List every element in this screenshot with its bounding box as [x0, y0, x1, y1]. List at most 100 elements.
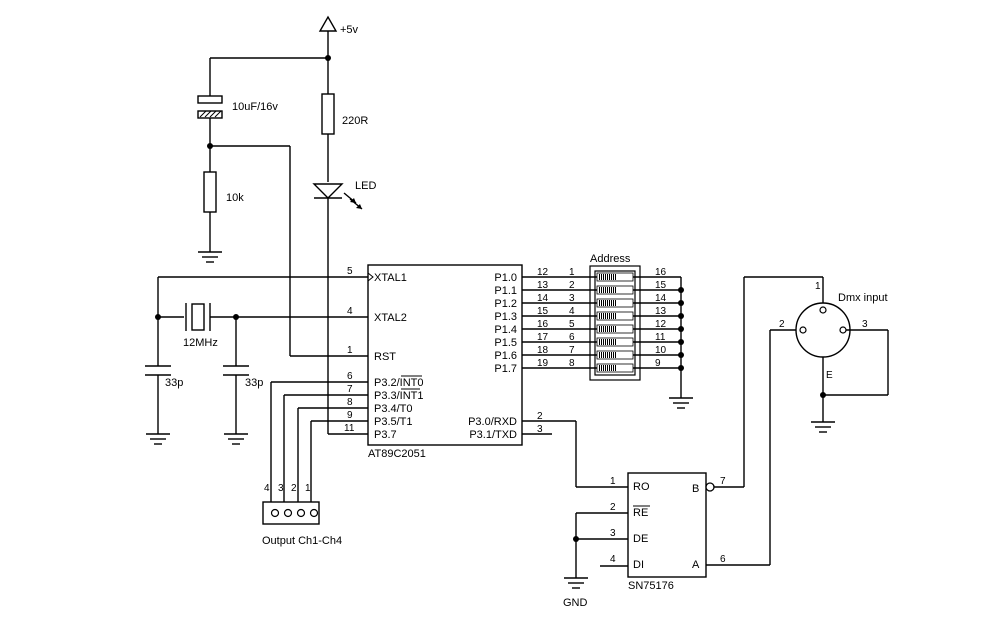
mcu-pin-name: P1.3	[494, 311, 517, 323]
output-pin-number: 3	[278, 483, 284, 494]
resistor-10k: 10k	[203, 171, 244, 252]
cap-10uf-label: 10uF/16v	[232, 101, 278, 113]
mcu-pin-name: P3.7	[374, 429, 397, 441]
dmx-input-connector: Dmx input 1 2 3 E	[779, 281, 888, 381]
sn-pin-number: 7	[720, 476, 726, 487]
vcc-label: +5v	[340, 24, 359, 36]
dmx-title: Dmx input	[838, 292, 888, 304]
res-220r-label: 220R	[342, 115, 368, 127]
mcu-pin-number: 18	[537, 345, 549, 356]
dip-pin-number: 12	[655, 319, 667, 330]
dip-pin-number: 4	[569, 306, 575, 317]
output-pin-number: 2	[291, 483, 297, 494]
mcu-pin-number: 3	[537, 424, 543, 435]
dmx-pin-number: 3	[862, 319, 868, 330]
res-10k-label: 10k	[226, 192, 244, 204]
mcu-pin-name: P3.0/RXD	[468, 416, 517, 428]
crystal-12mhz: 12MHz	[183, 303, 218, 349]
led-label: LED	[355, 180, 376, 192]
dip-pin-number: 7	[569, 345, 575, 356]
mcu-pin-name: P1.0	[494, 272, 517, 284]
dmx-pin-number: 2	[779, 319, 785, 330]
transceiver-sn75176: SN75176 RO RE DE DI B A 1 2 3 4 7 6	[610, 472, 726, 592]
mcu-pin-name: P1.5	[494, 337, 517, 349]
mcu-pin-number: 2	[537, 411, 543, 422]
sn-pin-name: B	[692, 483, 699, 495]
mcu-pin-number: 6	[347, 371, 353, 382]
sn-pin-name: DE	[633, 533, 648, 545]
vcc-symbol: +5v	[318, 15, 359, 60]
cap-33p-2-label: 33p	[245, 377, 263, 389]
ground-symbol-reset	[198, 251, 222, 263]
mcu-pin-name: P3.1/TXD	[469, 429, 517, 441]
transceiver-label: SN75176	[628, 580, 674, 592]
mcu-pin-name: P3.4/T0	[374, 403, 413, 415]
sn-pin-number: 6	[720, 554, 726, 565]
sn-pin-number: 4	[610, 554, 616, 565]
sn-pin-number: 1	[610, 476, 616, 487]
mcu-pin-number: 15	[537, 306, 549, 317]
dip-pin-number: 9	[655, 358, 661, 369]
dip-pin-number: 13	[655, 306, 667, 317]
cap-33p-1-label: 33p	[165, 377, 183, 389]
ground-symbol-dip	[669, 397, 693, 409]
output-connector-label: Output Ch1-Ch4	[262, 535, 342, 547]
resistor-220r: 220R	[321, 58, 368, 182]
dip-pin-number: 11	[655, 332, 666, 343]
crystal-label: 12MHz	[183, 337, 218, 349]
mcu-pin-name: P1.4	[494, 324, 517, 336]
mcu-pin-name: P3.5/T1	[374, 416, 413, 428]
mcu-pin-number: 11	[344, 423, 355, 434]
mcu-pin-name: P3.3/INT1	[374, 390, 424, 402]
dip-pin-number: 2	[569, 280, 575, 291]
sn-pin-name: A	[692, 559, 700, 571]
dip-pin-number: 15	[655, 280, 667, 291]
ground-symbol-gnd: GND	[563, 577, 588, 609]
mcu-pin-number: 9	[347, 410, 353, 421]
output-connector: 4 3 2 1 Output Ch1-Ch4	[262, 483, 342, 547]
dmx-pin-number: E	[826, 370, 833, 381]
mcu-pin-name: P1.7	[494, 363, 517, 375]
dip-pin-number: 16	[655, 267, 667, 278]
mcu-pin-number: 13	[537, 280, 549, 291]
mcu-pin-name: P1.1	[494, 285, 517, 297]
dmx-pin-number: 1	[815, 281, 821, 292]
sn-pin-number: 3	[610, 528, 616, 539]
led-symbol: LED	[312, 180, 376, 210]
mcu-pin-number: 8	[347, 397, 353, 408]
dip-pin-number: 6	[569, 332, 575, 343]
capacitor-10uf: 10uF/16v	[197, 58, 278, 172]
ground-symbol-c1	[146, 433, 170, 445]
ground-symbol-dmx	[811, 421, 835, 433]
sn-pin-name: RO	[633, 481, 650, 493]
mcu-pin-number: 19	[537, 358, 549, 369]
mcu-pin-number: 12	[537, 267, 549, 278]
mcu-pin-name: XTAL2	[374, 312, 407, 324]
dip-pin-number: 1	[569, 267, 575, 278]
output-pin-number: 1	[305, 483, 311, 494]
mcu-pin-number: 7	[347, 384, 353, 395]
mcu-pin-number: 17	[537, 332, 549, 343]
mcu-pin-name: XTAL1	[374, 272, 407, 284]
mcu-pin-number: 4	[347, 306, 353, 317]
mcu-pin-number: 5	[347, 266, 353, 277]
capacitor-33p-2: 33p	[223, 365, 263, 434]
mcu-pin-name: P1.2	[494, 298, 517, 310]
sn-pin-name: RE	[633, 507, 648, 519]
dip-pin-number: 14	[655, 293, 667, 304]
dip-pin-number: 8	[569, 358, 575, 369]
dip-pin-number: 3	[569, 293, 575, 304]
mcu-pin-name: P3.2/INT0	[374, 377, 424, 389]
ground-symbol-c2	[224, 433, 248, 445]
output-pin-number: 4	[264, 483, 270, 494]
mcu-pin-name: P1.6	[494, 350, 517, 362]
mcu-at89c2051: AT89C2051 5 4 1 6 7 8 9 11 XTAL1 XTAL2 R…	[344, 264, 549, 460]
sn-pin-number: 2	[610, 502, 616, 513]
capacitor-33p-1: 33p	[145, 365, 183, 434]
dip-pin-number: 10	[655, 345, 667, 356]
gnd-label: GND	[563, 597, 588, 609]
address-dip-switch: Address 1 2 3 4 5 6 7 8 16 15 14 13 12	[569, 253, 667, 381]
sn-pin-name: DI	[633, 559, 644, 571]
dip-pin-number: 5	[569, 319, 575, 330]
